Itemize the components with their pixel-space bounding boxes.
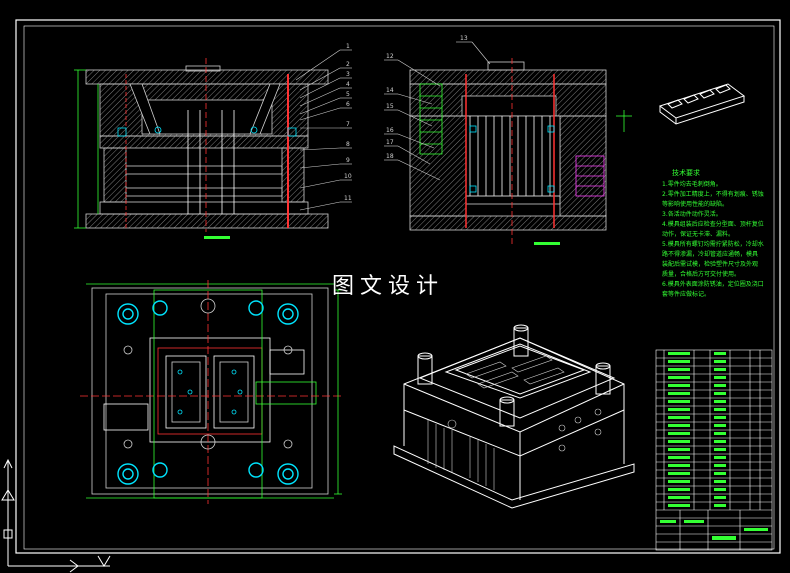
part-label: 13 <box>460 35 468 42</box>
part-label: 14 <box>386 87 394 94</box>
part-label: 17 <box>386 139 394 146</box>
parts-list-table[interactable] <box>655 349 773 551</box>
note-line: 5.模具所有螺钉均需拧紧防松，冷却水 <box>662 241 764 248</box>
part-label: 10 <box>344 173 352 180</box>
part-label: 4 <box>346 81 350 88</box>
part-label: 18 <box>386 153 394 160</box>
part-label: 16 <box>386 127 394 134</box>
note-line: 等影响使用性能的缺陷。 <box>662 201 729 208</box>
drawing-frame <box>15 19 781 554</box>
ucs-axis-icon <box>1 458 111 573</box>
note-line: 6.模具外表面涂防锈油，定位圈及浇口 <box>662 281 764 288</box>
part-label: 3 <box>346 71 350 78</box>
note-line: 3.各活动件动作灵活。 <box>662 211 722 218</box>
note-line: 套等件应做标记。 <box>662 291 711 298</box>
part-leaders-right <box>295 49 352 211</box>
part-label: 15 <box>386 103 394 110</box>
mold-isometric-view[interactable] <box>393 324 635 509</box>
note-line: 装配后需试模，检验塑件尺寸及外观 <box>662 261 759 268</box>
part-label: 11 <box>344 195 352 202</box>
note-line: 质量，合格后方可交付使用。 <box>662 271 741 278</box>
note-line: 路不得渗漏，冷却管道应通畅，模具 <box>662 251 759 258</box>
part-label: 7 <box>346 121 350 128</box>
part-label: 2 <box>346 61 350 68</box>
front-section-view[interactable] <box>74 58 329 239</box>
part-leaders-left <box>384 41 491 181</box>
watermark-text: 图文设计 <box>332 274 445 299</box>
note-line: 2.零件加工精度上，不得有划痕、锈蚀 <box>662 191 764 198</box>
part-labels-left: 12 13 14 15 16 17 18 <box>386 35 468 160</box>
technical-requirements-title: 技术要求 <box>672 169 700 177</box>
part-label: 5 <box>346 91 350 98</box>
part-label: 6 <box>346 101 350 108</box>
note-line: 动作，保证无卡滞、漏料。 <box>662 231 735 238</box>
part-label: 9 <box>346 157 350 164</box>
note-line: 4.模具组装后应检查分型面、顶杆复位 <box>662 221 764 228</box>
side-section-view[interactable] <box>409 58 632 245</box>
parts-list-entries <box>660 352 768 540</box>
plan-view[interactable] <box>80 280 342 504</box>
part-label: 1 <box>346 43 350 50</box>
part-label: 8 <box>346 141 350 148</box>
product-isometric-sketch <box>658 83 746 125</box>
note-line: 1.零件均去毛刺倒角。 <box>662 181 722 188</box>
technical-requirements: 技术要求 1.零件均去毛刺倒角。 2.零件加工精度上，不得有划痕、锈蚀 等影响使… <box>662 168 782 300</box>
part-label: 12 <box>386 53 394 60</box>
part-labels-right: 1 2 3 4 5 6 7 8 9 10 11 <box>344 43 352 202</box>
